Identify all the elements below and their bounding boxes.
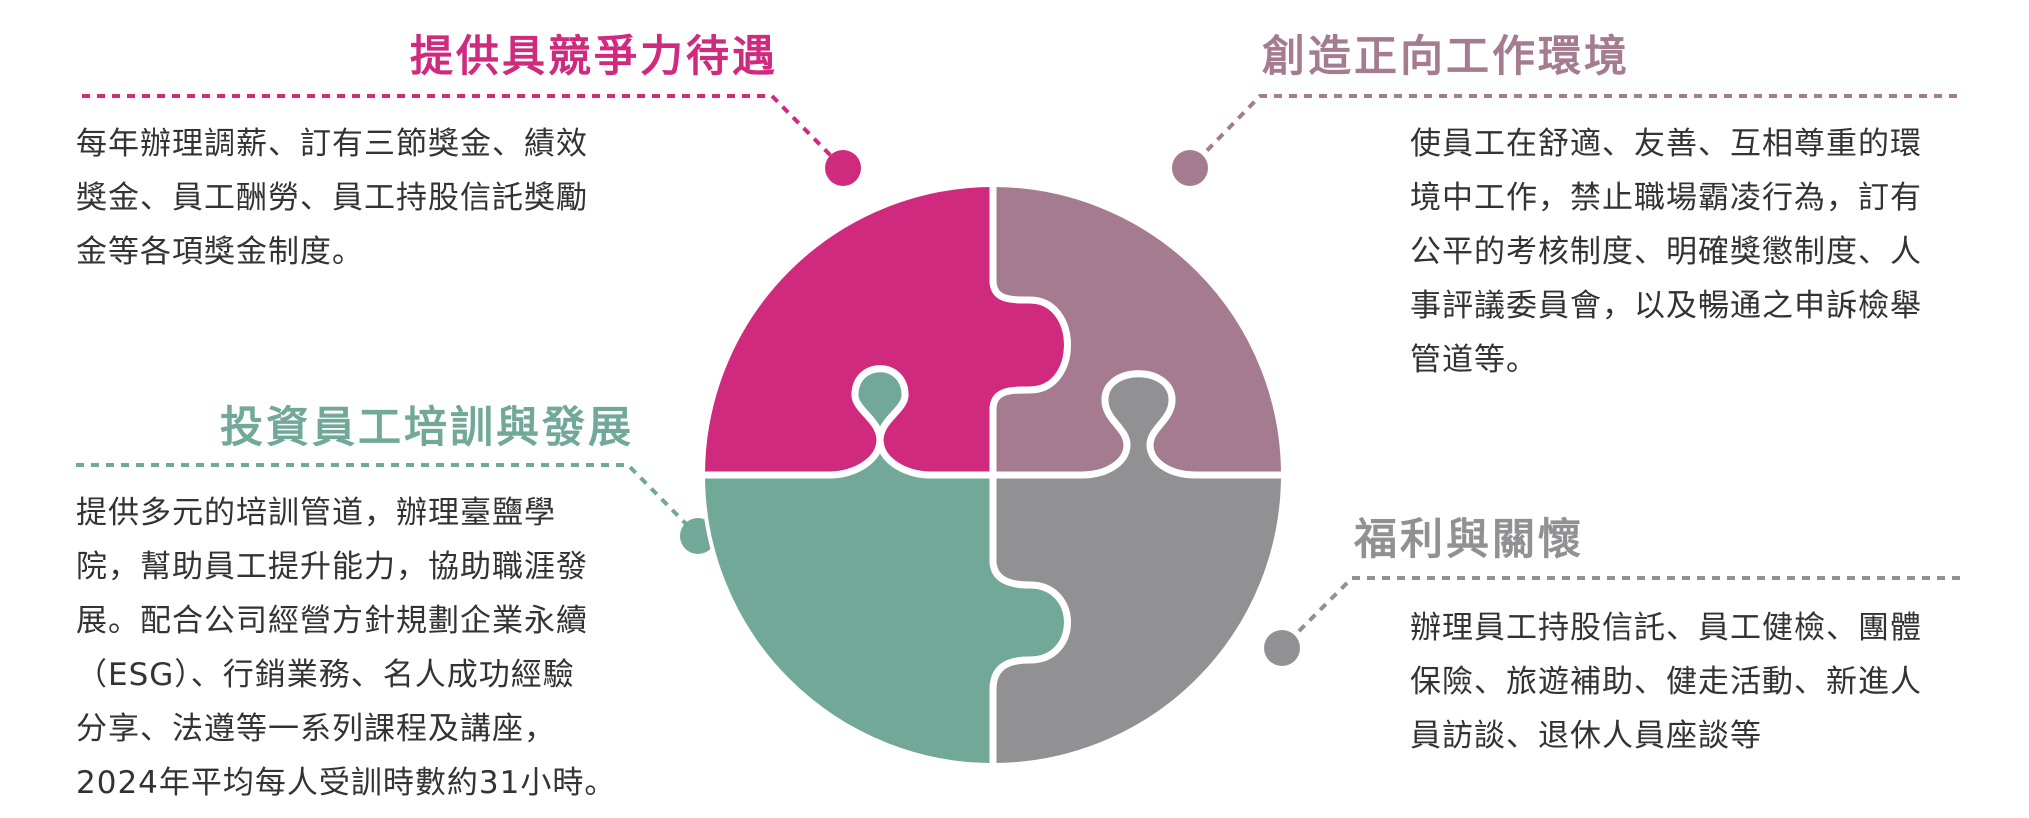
text-line: 2024年平均每人受訓時數約31小時。 bbox=[76, 765, 617, 801]
text-line: 員訪談、退休人員座談等 bbox=[1410, 718, 1762, 754]
section-title-welfare: 福利與關懷 bbox=[1354, 515, 1584, 565]
text-line: 保險、旅遊補助、健走活動、新進人 bbox=[1410, 664, 1922, 700]
connector-environment bbox=[1188, 94, 1957, 170]
dot-welfare bbox=[1264, 630, 1300, 666]
text-line: 事評議委員會，以及暢通之申訴檢舉 bbox=[1410, 288, 1922, 324]
connector-compensation bbox=[82, 94, 845, 170]
section-text-training: 提供多元的培訓管道，辦理臺鹽學 院，幫助員工提升能力，協助職涯發 展。配合公司經… bbox=[76, 486, 616, 810]
section-text-environment: 使員工在舒適、友善、互相尊重的環 境中工作，禁止職場霸凌行為，訂有 公平的考核制… bbox=[1410, 117, 1922, 387]
text-line: 分享、法遵等一系列課程及講座， bbox=[76, 711, 556, 747]
connector-welfare bbox=[1280, 576, 1960, 650]
text-line: 展。配合公司經營方針規劃企業永續 bbox=[76, 603, 588, 639]
text-line: 院，幫助員工提升能力，協助職涯發 bbox=[76, 549, 588, 585]
section-title-environment: 創造正向工作環境 bbox=[1262, 32, 1630, 82]
text-line: 每年辦理調薪、訂有三節獎金、績效 bbox=[76, 126, 588, 162]
section-text-welfare: 辦理員工持股信託、員工健檢、團體 保險、旅遊補助、健走活動、新進人 員訪談、退休… bbox=[1410, 601, 1922, 763]
text-line: 管道等。 bbox=[1410, 342, 1538, 378]
connector-training bbox=[76, 463, 700, 538]
text-line: 使員工在舒適、友善、互相尊重的環 bbox=[1410, 126, 1922, 162]
text-line: 境中工作，禁止職場霸凌行為，訂有 bbox=[1410, 180, 1922, 216]
section-title-training: 投資員工培訓與發展 bbox=[220, 403, 634, 453]
dot-environment bbox=[1172, 150, 1208, 186]
text-line: 公平的考核制度、明確獎懲制度、人 bbox=[1410, 234, 1922, 270]
text-line: 獎金、員工酬勞、員工持股信託獎勵 bbox=[76, 180, 588, 216]
dot-compensation bbox=[825, 150, 861, 186]
text-line: （ESG）、行銷業務、名人成功經驗 bbox=[76, 657, 575, 693]
section-title-compensation: 提供具競爭力待遇 bbox=[410, 32, 778, 82]
text-line: 金等各項獎金制度。 bbox=[76, 234, 364, 270]
section-text-compensation: 每年辦理調薪、訂有三節獎金、績效 獎金、員工酬勞、員工持股信託獎勵 金等各項獎金… bbox=[76, 117, 588, 279]
text-line: 提供多元的培訓管道，辦理臺鹽學 bbox=[76, 495, 556, 531]
text-line: 辦理員工持股信託、員工健檢、團體 bbox=[1410, 610, 1922, 646]
